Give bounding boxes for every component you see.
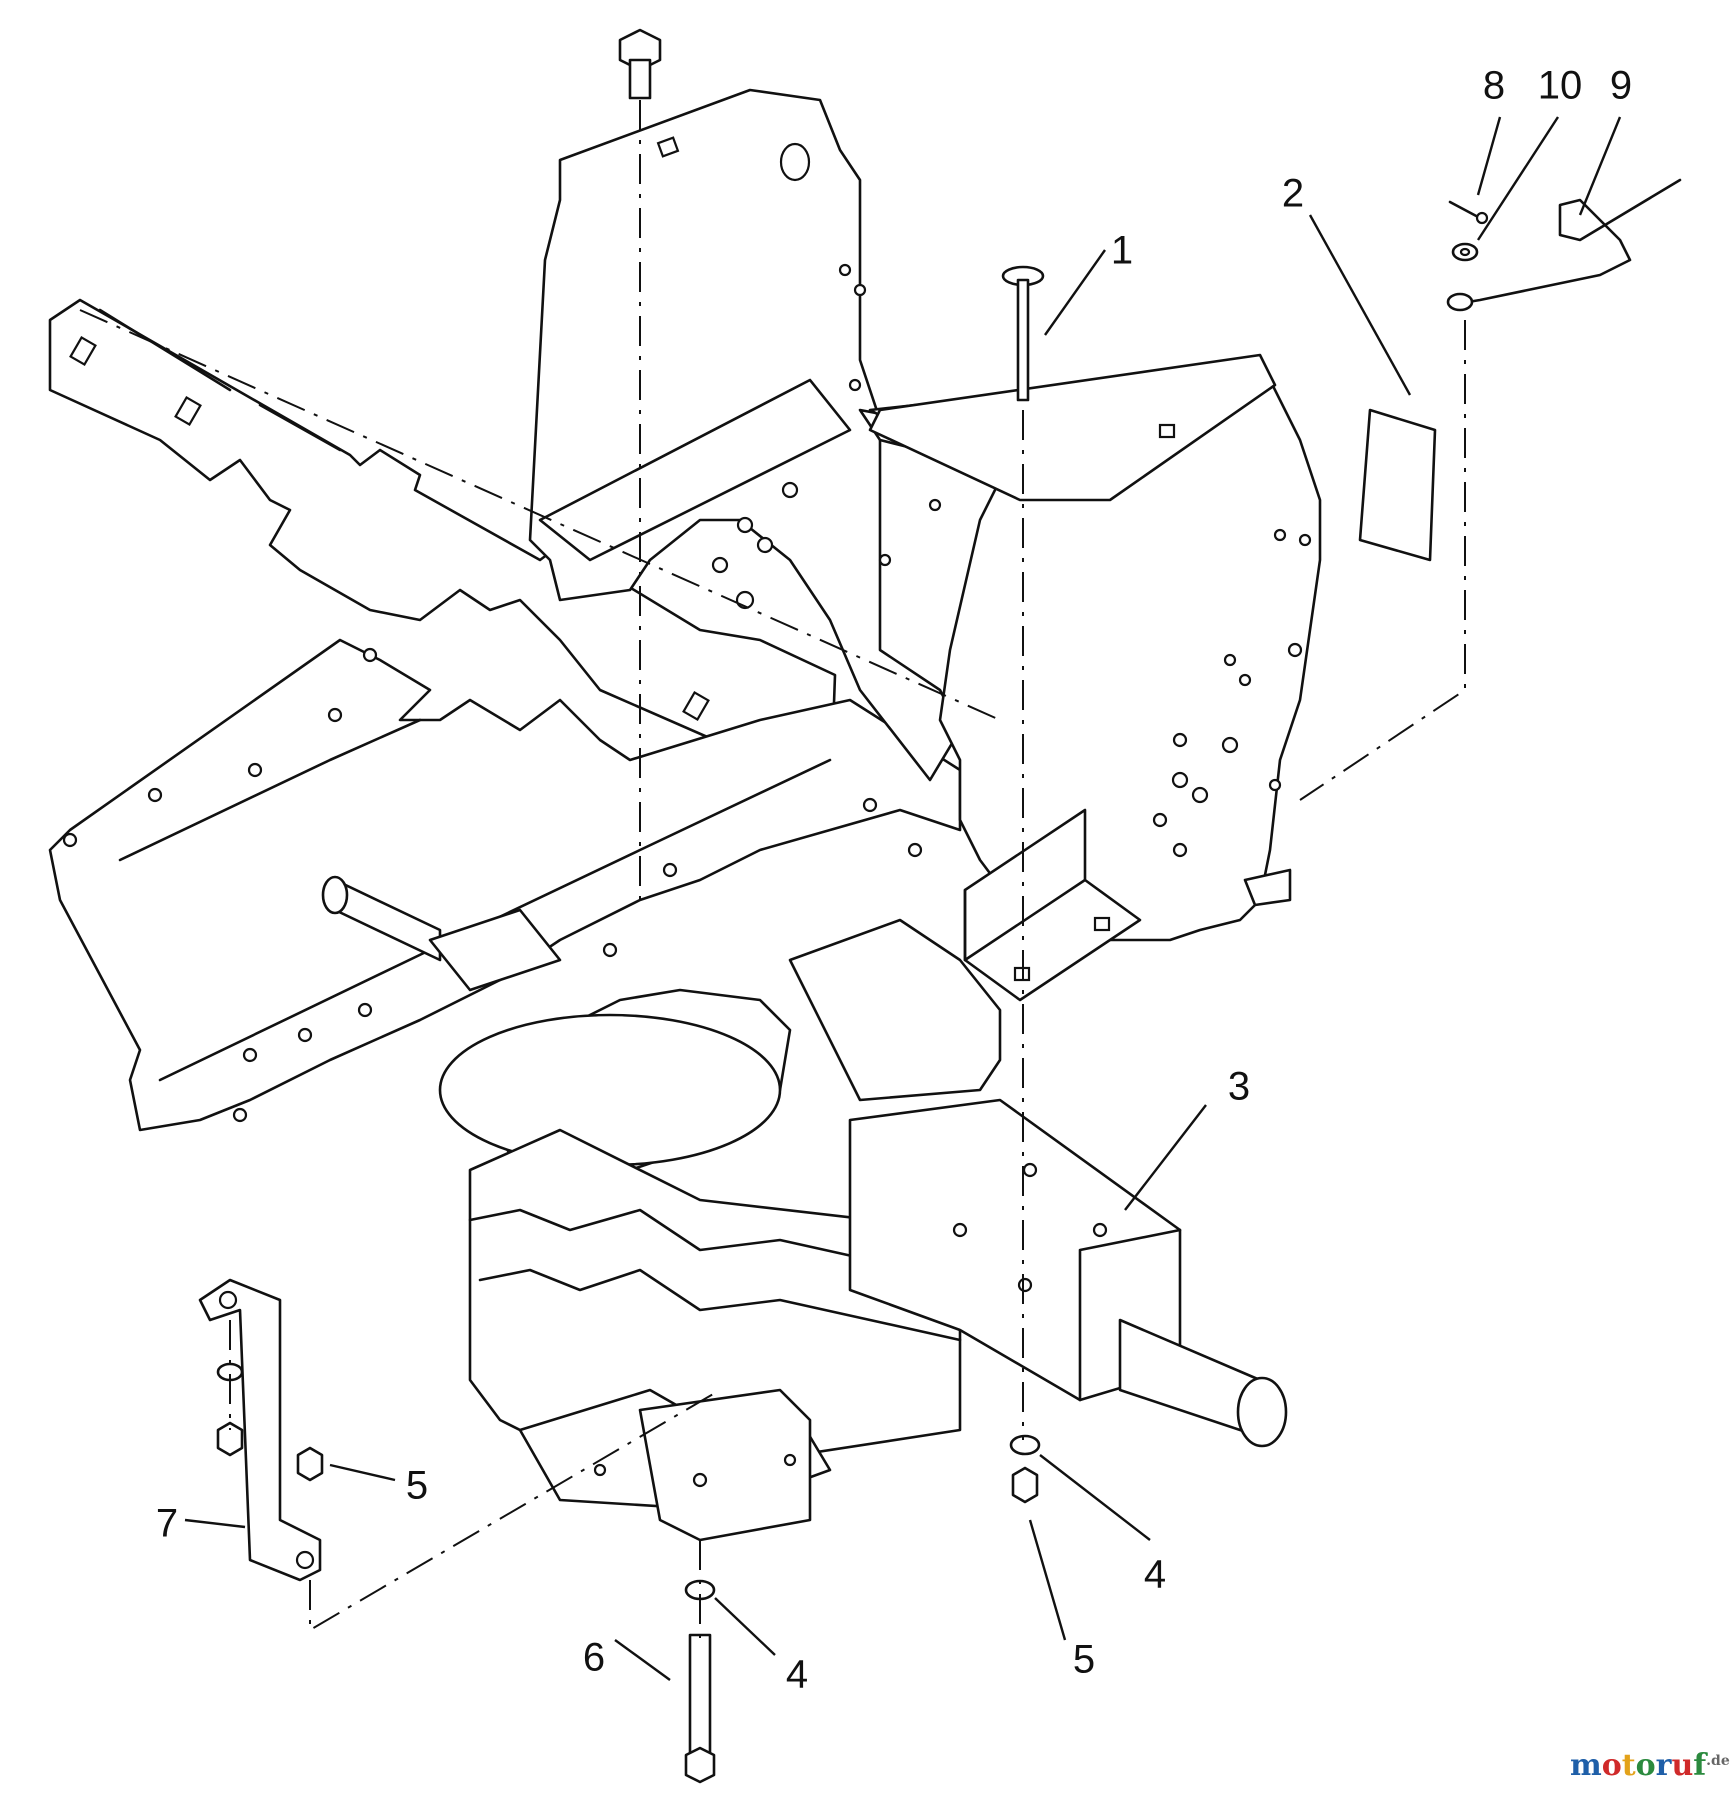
transaxle-housing (438, 918, 1002, 1542)
axle-housing (848, 1098, 1288, 1448)
callout-5-right: 5 (1073, 1638, 1095, 1682)
watermark-text: motoruf.de (1570, 1748, 1730, 1783)
nut-right (1011, 1466, 1039, 1504)
callout-2: 2 (1282, 172, 1304, 216)
bolt-bottom (684, 1633, 716, 1784)
left-hardware (216, 1362, 324, 1482)
leader-lines (184, 116, 1622, 1681)
callout-5-left: 5 (406, 1464, 428, 1508)
callout-7: 7 (156, 1502, 178, 1546)
top-channel-bracket (868, 353, 1277, 502)
callout-3: 3 (1228, 1065, 1250, 1109)
top-bolt (618, 28, 662, 100)
cotter-pin-part-8 (1448, 200, 1489, 225)
rod-part-9 (1446, 178, 1682, 312)
assembly-lines (79, 100, 1466, 1640)
callout-8: 8 (1483, 64, 1505, 108)
washer-part-10 (1451, 242, 1479, 262)
decal-part-2 (1358, 408, 1437, 562)
axle-shaft-left (321, 875, 562, 992)
callout-4-right: 4 (1144, 1553, 1166, 1597)
item-7-bracket (198, 1278, 322, 1582)
callout-4-bottom: 4 (786, 1653, 808, 1697)
angle-bracket (963, 808, 1142, 1002)
watermark-logo: motoruf.de (1570, 1748, 1730, 1783)
callout-labels: 1 2 3 4 4 5 5 6 7 8 10 9 (156, 64, 1632, 1697)
callout-1: 1 (1111, 229, 1133, 273)
lower-frame-rail (48, 638, 962, 1132)
callout-9: 9 (1610, 64, 1632, 108)
callout-6: 6 (583, 1636, 605, 1680)
pin-part-1 (1001, 265, 1045, 402)
callout-10: 10 (1538, 64, 1583, 108)
washer-right (1009, 1434, 1041, 1456)
